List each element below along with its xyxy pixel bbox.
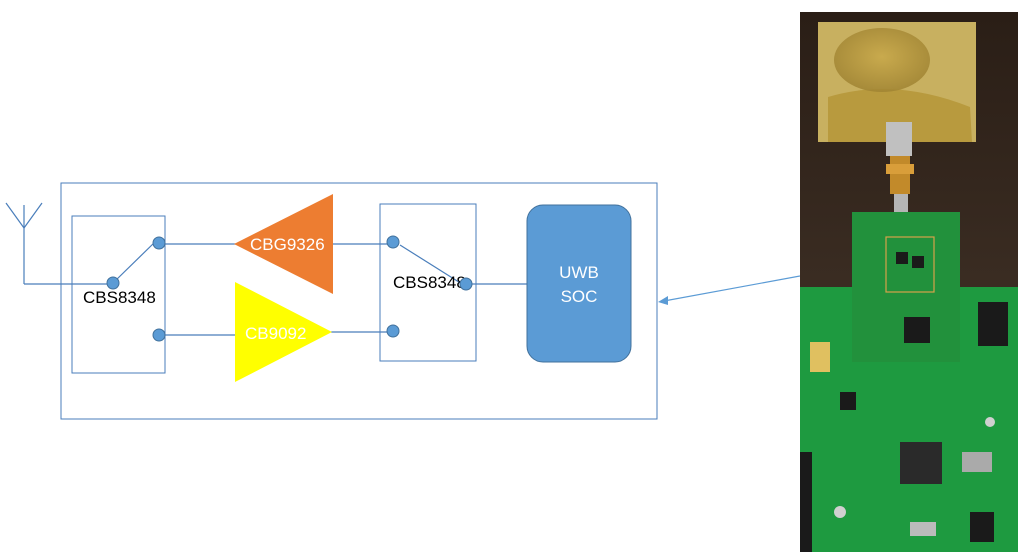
antenna-icon xyxy=(5,202,113,285)
block-diagram: CBS8348 CBG9326 CB9092 CBS8348 UWB SOC xyxy=(5,182,800,420)
amp-top-label: CBG9326 xyxy=(250,235,325,254)
node-switch-right-common xyxy=(459,277,473,291)
switch-right-arm xyxy=(399,244,463,285)
switch-left-arm xyxy=(112,239,158,284)
soc-label-line2: SOC xyxy=(561,287,598,306)
node-switch-left-common xyxy=(106,276,120,290)
switch-right-box xyxy=(379,203,477,362)
module-boundary xyxy=(60,182,658,420)
node-switch-right-bottom xyxy=(386,324,400,338)
callout-arrow-line xyxy=(663,275,800,302)
soc-label-line1: UWB xyxy=(559,263,599,282)
amp-bottom-triangle xyxy=(235,282,332,382)
pcb-antenna-photo-icon xyxy=(800,12,1018,552)
switch-left-label: CBS8348 xyxy=(83,288,156,307)
amp-top-triangle xyxy=(234,194,333,294)
soc-block xyxy=(526,204,632,363)
switch-left-box xyxy=(71,215,166,374)
callout-arrow-head xyxy=(658,296,668,305)
pcb-photo xyxy=(800,12,1018,552)
amp-bottom-label: CB9092 xyxy=(245,324,306,343)
switch-right-label: CBS8348 xyxy=(393,273,466,292)
node-switch-right-top xyxy=(386,235,400,249)
node-switch-left-bottom xyxy=(152,328,166,342)
node-switch-left-top xyxy=(152,236,166,250)
